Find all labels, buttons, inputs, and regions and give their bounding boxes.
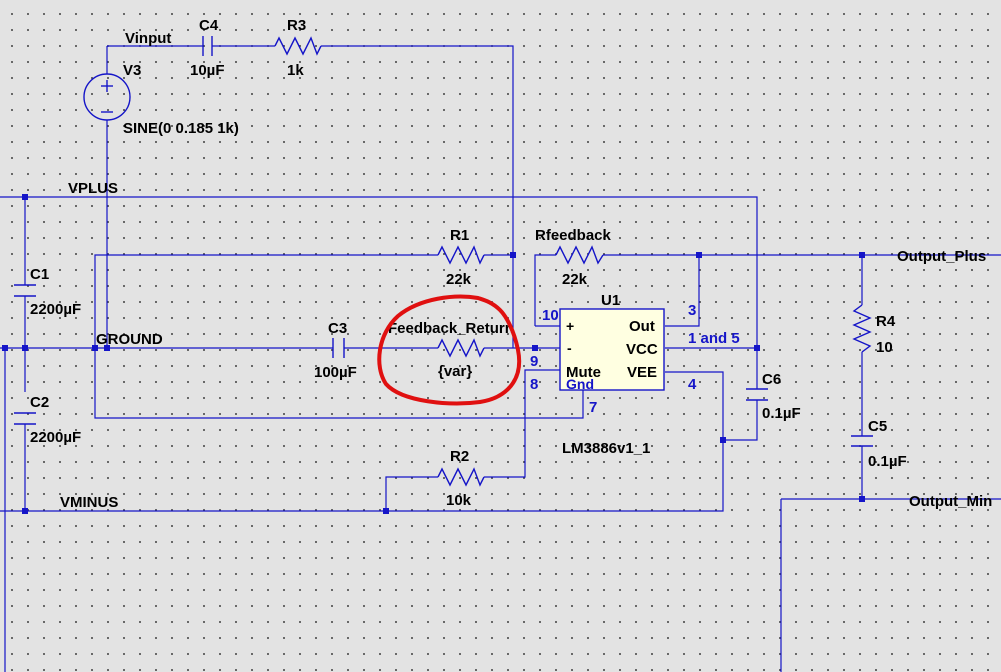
net-label-output-minus: Output_Min — [909, 493, 992, 510]
u1-name: U1 — [601, 292, 620, 309]
r1-value: 22k — [446, 271, 472, 288]
r4-name: R4 — [876, 313, 896, 330]
pin-number-9: 9 — [530, 353, 538, 370]
pin-number-8: 8 — [530, 376, 538, 393]
u1-pin-minus: - — [567, 340, 572, 356]
feedback-return-resistor[interactable] — [437, 338, 485, 358]
junctions — [2, 194, 865, 514]
c2-capacitor[interactable] — [14, 412, 36, 425]
c5-capacitor[interactable] — [851, 435, 873, 447]
rfeedback-value: 22k — [562, 271, 588, 288]
r4-value: 10 — [876, 339, 893, 356]
r1-resistor[interactable] — [437, 245, 485, 265]
net-label-vminus: VMINUS — [60, 494, 118, 511]
net-label-vinput: Vinput — [125, 30, 171, 47]
c6-value: 0.1µF — [762, 405, 801, 422]
u1-pin-labels: + - Mute Gnd Out VCC VEE 10 9 8 7 3 1 an… — [530, 302, 740, 416]
u1-pin-vcc: VCC — [626, 341, 658, 358]
c6-capacitor[interactable] — [746, 388, 768, 420]
u1-pin-mute: Mute — [566, 364, 601, 381]
c6-name: C6 — [762, 371, 781, 388]
v3-name: V3 — [123, 62, 141, 79]
r3-value: 1k — [287, 62, 304, 79]
c1-value: 2200µF — [30, 301, 81, 318]
u1-ic[interactable] — [559, 308, 665, 391]
r3-resistor[interactable] — [274, 36, 322, 56]
v3-source[interactable] — [83, 73, 131, 121]
component-labels: Vinput C4 10µF R3 1k V3 SINE(0 0.185 1k)… — [30, 17, 992, 511]
pin-number-7: 7 — [589, 399, 597, 416]
r2-name: R2 — [450, 448, 469, 465]
c5-value: 0.1µF — [868, 453, 907, 470]
pin-number-3: 3 — [688, 302, 696, 319]
c3-value: 100µF — [314, 364, 357, 381]
c4-capacitor[interactable] — [202, 36, 213, 56]
rfeedback-name: Rfeedback — [535, 227, 612, 244]
feedback-return-value: {var} — [438, 363, 472, 380]
pin-number-1-and-5: 1 and 5 — [688, 330, 740, 347]
red-annotation-circle — [377, 294, 522, 406]
r1-name: R1 — [450, 227, 469, 244]
net-label-ground: GROUND — [96, 331, 163, 348]
u1-pin-vee: VEE — [627, 364, 657, 381]
net-label-output-plus: Output_Plus — [897, 248, 986, 265]
c2-value: 2200µF — [30, 429, 81, 446]
u1-pin-out: Out — [629, 318, 655, 335]
pin-number-10: 10 — [542, 307, 559, 324]
wires — [0, 45, 1001, 672]
c4-name: C4 — [199, 17, 219, 34]
net-label-vplus: VPLUS — [68, 180, 118, 197]
v3-value: SINE(0 0.185 1k) — [123, 120, 239, 137]
r4-resistor[interactable] — [852, 304, 872, 353]
pin-number-4: 4 — [688, 376, 697, 393]
c1-capacitor[interactable] — [14, 284, 36, 297]
c4-value: 10µF — [190, 62, 225, 79]
r3-name: R3 — [287, 17, 306, 34]
r2-resistor[interactable] — [437, 467, 485, 487]
u1-model: LM3886v1_1 — [562, 440, 650, 457]
c1-name: C1 — [30, 266, 49, 283]
feedback-return-name: Feedback_Return — [388, 320, 514, 337]
rfeedback-resistor[interactable] — [555, 245, 604, 265]
u1-pin-plus: + — [566, 318, 574, 334]
c5-name: C5 — [868, 418, 887, 435]
c3-capacitor[interactable] — [332, 338, 345, 358]
c2-name: C2 — [30, 394, 49, 411]
r2-value: 10k — [446, 492, 472, 509]
c3-name: C3 — [328, 320, 347, 337]
u1-pin-gnd: Gnd — [566, 376, 594, 392]
